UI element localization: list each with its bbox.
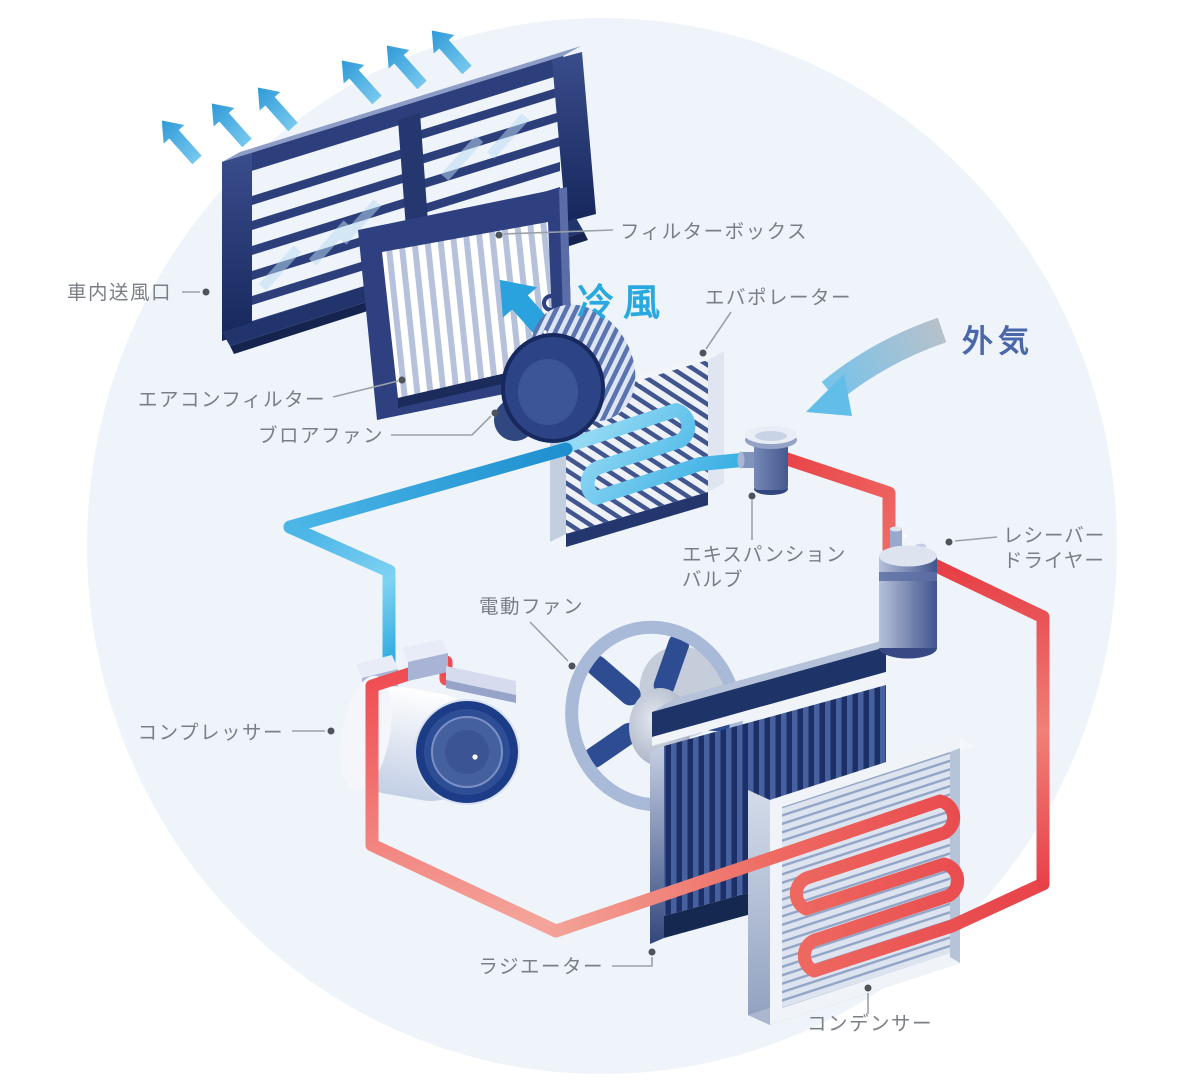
evaporator-coil <box>559 403 759 505</box>
label-electric-fan: 電動ファン <box>479 596 584 670</box>
radiator-cap-top <box>652 633 910 712</box>
vent-left-post <box>222 153 252 341</box>
blower-face-ring <box>501 333 605 443</box>
label-blower-fan-text: ブロアファン <box>258 424 384 447</box>
receiver-top-cap <box>879 545 937 567</box>
hot-pipe-valve-segment <box>774 450 896 556</box>
label-condenser-text: コンデンサー <box>807 1013 933 1035</box>
label-blower-fan: ブロアファン <box>258 409 499 447</box>
valve-body <box>754 444 788 490</box>
vent-right-post <box>552 52 596 222</box>
label-ac-filter-text: エアコンフィルター <box>138 389 326 411</box>
vent-air-streaks <box>258 113 530 291</box>
label-expansion-valve: エキスパンション バルブ <box>682 492 846 591</box>
label-evaporator: エバポレーター <box>699 287 852 357</box>
receiver-nub <box>890 528 902 548</box>
compressor-bracket <box>402 639 516 703</box>
label-vent-text: 車内送風口 <box>67 282 172 304</box>
evaporator-base <box>566 492 708 547</box>
label-receiver-dryer-line1: レシーバー <box>1003 525 1105 547</box>
label-radiator: ラジエーター <box>478 948 656 978</box>
label-filter-box-text: フィルターボックス <box>620 221 808 243</box>
radiator-white-strip <box>652 672 886 746</box>
cold-air-annotation: 冷風 <box>577 282 669 323</box>
label-filter-box: フィルターボックス <box>495 221 808 243</box>
label-compressor: コンプレッサー <box>138 722 335 744</box>
outside-air-annotation: 外気 <box>962 324 1034 359</box>
vent-middle-post <box>398 113 428 229</box>
vent-top-bar <box>222 56 570 178</box>
label-ac-filter: エアコンフィルター <box>138 376 406 411</box>
receiver-band <box>879 572 937 581</box>
vent-top-face <box>222 46 581 162</box>
radiator-cap-front <box>652 647 886 737</box>
radiator-side-face <box>650 746 664 944</box>
cold-pipe-compressor-segment <box>283 520 396 671</box>
outside-air-arrow-icon <box>806 317 947 416</box>
highlight-dots <box>543 330 907 538</box>
label-condenser: コンデンサー <box>807 984 933 1035</box>
filter-pleats <box>382 222 554 398</box>
hot-pipe-condenser-coil <box>549 794 1050 978</box>
cold-pipe-evap-segment <box>283 442 573 534</box>
condenser-left-side <box>748 790 770 1025</box>
label-compressor-text: コンプレッサー <box>138 722 284 744</box>
label-radiator-text: ラジエーター <box>478 956 604 978</box>
hot-pipe-receiver-riser <box>921 555 1050 891</box>
label-receiver-dryer: レシーバー ドライヤー <box>945 525 1105 572</box>
evaporator-right-face <box>708 351 724 492</box>
compressor-pulley <box>414 699 520 805</box>
label-electric-fan-text: 電動ファン <box>479 596 584 618</box>
label-receiver-dryer-line2: ドライヤー <box>1003 550 1105 572</box>
blower-face-inner <box>518 359 578 425</box>
receiver-body <box>879 556 937 648</box>
label-expansion-valve-line2: バルブ <box>682 568 744 591</box>
label-expansion-valve-line1: エキスパンション <box>682 544 846 566</box>
label-vent: 車内送風口 <box>67 282 210 304</box>
blower-fan <box>494 294 636 443</box>
receiver-dryer <box>879 526 937 659</box>
label-evaporator-text: エバポレーター <box>705 287 852 309</box>
expansion-valve <box>737 426 797 495</box>
